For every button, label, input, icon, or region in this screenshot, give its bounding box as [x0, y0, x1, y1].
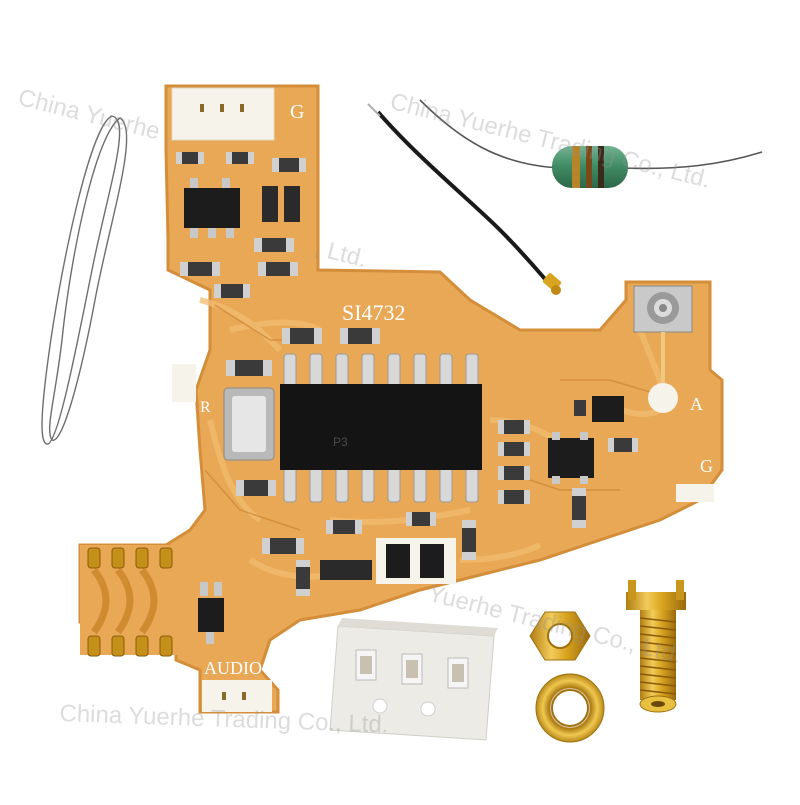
dual-transistor — [376, 538, 456, 584]
coax-pigtail-cable — [367, 103, 562, 295]
pad-r-label: R — [200, 399, 211, 416]
pad-g-top: G — [171, 87, 304, 141]
ufl-connector-pad — [633, 285, 693, 413]
smd-components-upper — [176, 152, 306, 298]
sma-connector — [626, 580, 686, 713]
gold-pin-pads — [80, 545, 224, 657]
si4732-ic: P3 — [280, 353, 482, 503]
lock-washer — [535, 673, 605, 743]
hex-nut — [529, 611, 591, 661]
pad-audio-label: AUDIO — [204, 658, 262, 678]
pad-g-top-label: G — [290, 101, 304, 123]
pad-audio — [202, 680, 272, 712]
pad-r: R — [172, 364, 211, 416]
pad-g-right — [676, 484, 714, 502]
smd-components-middle — [226, 328, 638, 596]
inductor-component — [419, 99, 763, 188]
crystal-oscillator — [223, 387, 275, 461]
chip-marking: P3 — [333, 435, 348, 449]
smd-capacitor-tape — [329, 618, 498, 741]
pad-g-right-label: G — [700, 456, 713, 476]
wire-antenna-loop — [41, 115, 128, 445]
pad-a-label: A — [690, 394, 703, 414]
chip-label: SI4732 — [342, 300, 406, 325]
